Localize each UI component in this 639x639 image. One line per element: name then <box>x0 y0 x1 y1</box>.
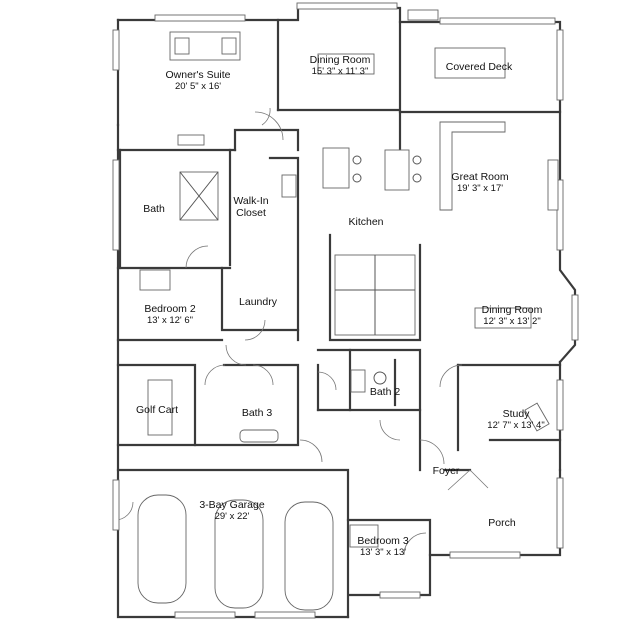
room-bedroom-2: Bedroom 2 13' x 12' 6" <box>144 303 196 326</box>
furniture <box>137 31 559 611</box>
room-owners-suite: Owner's Suite 20' 5" x 16' <box>165 69 231 92</box>
room-name: Bedroom 3 <box>357 535 409 547</box>
windows <box>112 2 579 619</box>
room-name: Owner's Suite <box>165 69 231 81</box>
room-golf-cart: Golf Cart <box>135 404 179 417</box>
room-dims: 13' x 12' 6" <box>146 314 194 326</box>
room-dims: 12' 3" x 13' 2" <box>483 315 541 327</box>
room-dims: 13' 3" x 13' <box>359 546 407 558</box>
room-name: Golf Cart <box>135 404 179 416</box>
room-bath-2: Bath 2 <box>369 386 401 399</box>
room-name: Bath 2 <box>369 386 401 398</box>
room-name: 3-Bay Garage <box>199 499 265 511</box>
room-kitchen: Kitchen <box>348 216 384 229</box>
room-study: Study 12' 7" x 13' 4" <box>487 408 545 431</box>
room-name: Bedroom 2 <box>144 303 196 315</box>
room-dining-room-2: Dining Room 12' 3" x 13' 2" <box>481 304 543 327</box>
room-name: Dining Room <box>309 54 371 66</box>
room-laundry: Laundry <box>239 296 277 309</box>
room-great-room: Great Room 19' 3" x 17' <box>451 171 509 194</box>
room-bath: Bath <box>143 203 165 216</box>
room-name: Dining Room <box>481 304 543 316</box>
room-dining-room-1: Dining Room 15' 3" x 11' 3" <box>309 54 371 77</box>
room-name: Foyer <box>432 465 460 477</box>
room-name: Bath 3 <box>241 407 273 419</box>
room-dims: 15' 3" x 11' 3" <box>311 65 369 77</box>
interior-walls <box>116 110 562 522</box>
room-dims: 12' 7" x 13' 4" <box>487 419 545 431</box>
doors <box>114 107 489 556</box>
room-walk-in-closet: Walk-In Closet <box>233 195 269 219</box>
room-name: Study <box>502 408 530 420</box>
room-dims: 20' 5" x 16' <box>174 80 222 92</box>
room-dims: 19' 3" x 17' <box>456 182 504 194</box>
room-dims: 29' x 22' <box>214 510 250 522</box>
room-name: Kitchen <box>348 216 384 228</box>
room-name: Great Room <box>451 171 509 183</box>
room-garage: 3-Bay Garage 29' x 22' <box>199 499 265 522</box>
room-name: Porch <box>488 517 516 529</box>
room-porch: Porch <box>488 517 516 530</box>
room-bath-3: Bath 3 <box>241 407 273 420</box>
room-bedroom-3: Bedroom 3 13' 3" x 13' <box>357 535 409 558</box>
room-name: Bath <box>143 203 165 215</box>
room-name: Laundry <box>239 296 277 308</box>
room-foyer: Foyer <box>432 465 460 478</box>
room-covered-deck: Covered Deck <box>445 61 513 74</box>
room-name: Covered Deck <box>445 61 513 73</box>
room-name: Walk-In Closet <box>233 195 269 219</box>
